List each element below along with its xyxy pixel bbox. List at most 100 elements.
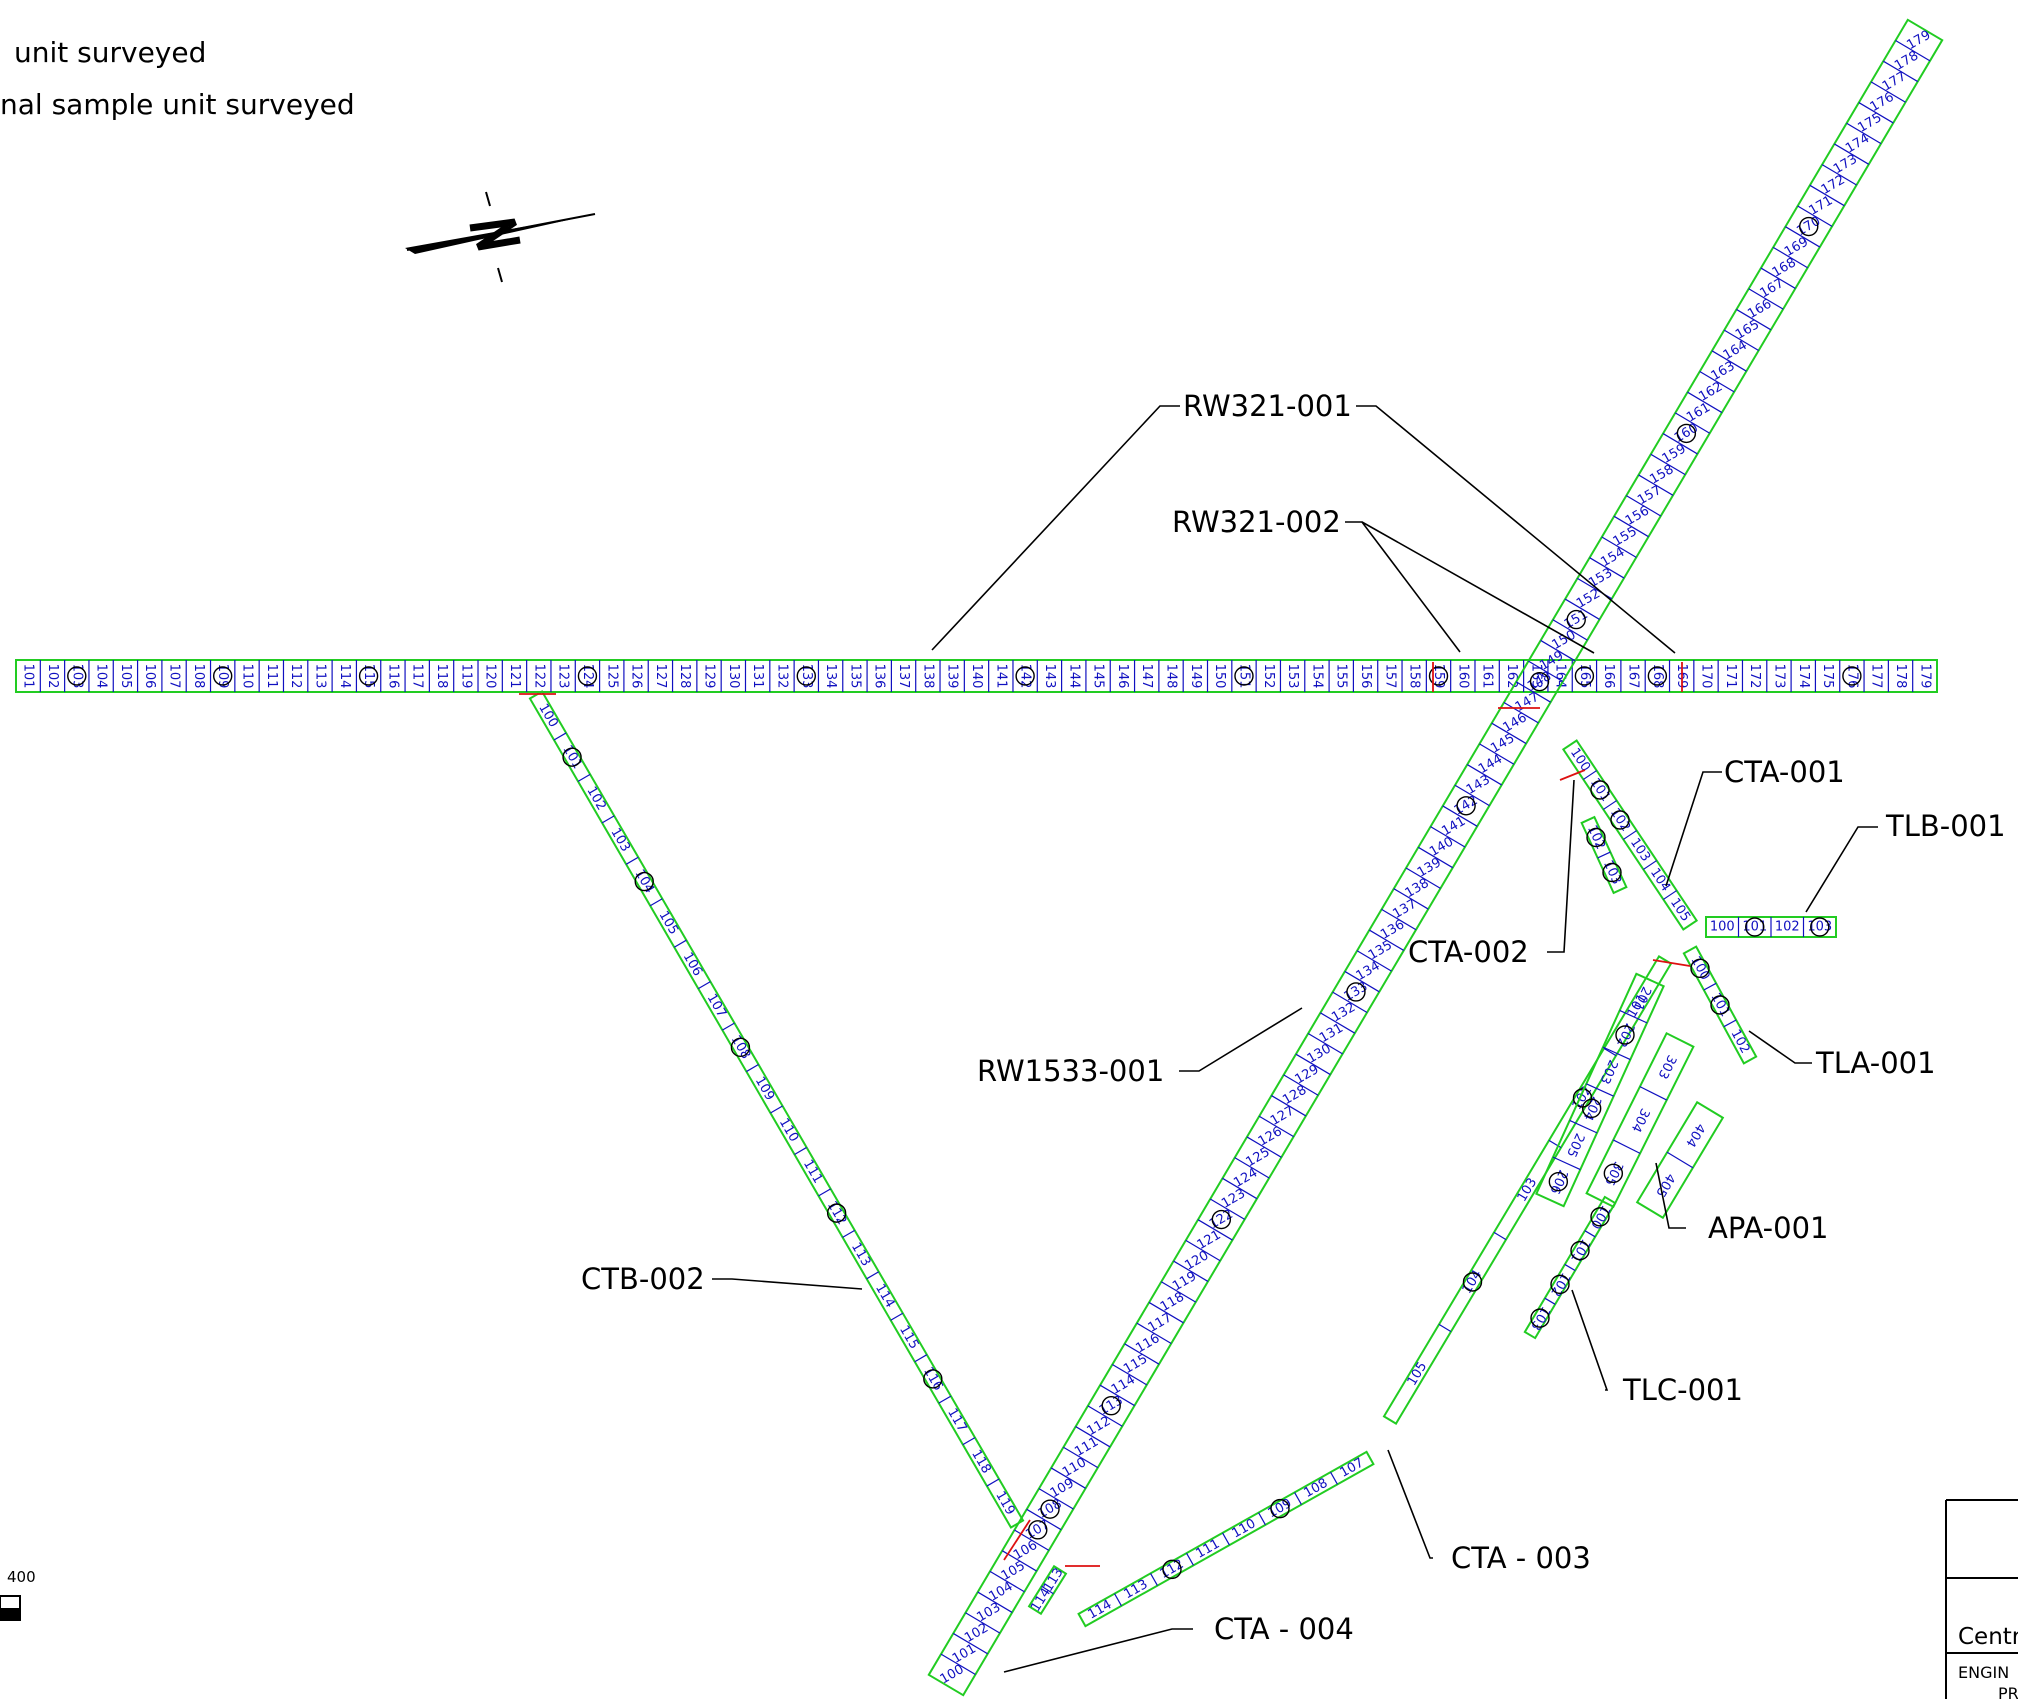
cta-001-cell-divider (1643, 860, 1657, 870)
rw1533-001-unit-101: 101 (950, 1641, 979, 1666)
rw1533-001-cell-divider (1723, 329, 1759, 352)
rw321-001-unit-160: 160 (1455, 664, 1470, 689)
rw1533-001-cell-divider (1197, 1219, 1233, 1241)
ctb-002-cell-divider (697, 981, 711, 990)
rw1533-001-unit-136: 136 (1378, 917, 1407, 942)
rw321-001-unit-161: 161 (1480, 664, 1495, 689)
rw1533-001-cell-divider (1601, 536, 1637, 558)
rw1533-001-unit-154: 154 (1598, 545, 1627, 570)
rw1533-001-unit-132: 132 (1329, 1000, 1358, 1025)
rw321-001-unit-177: 177 (1869, 664, 1884, 689)
rw1533-001-unit-176: 176 (1868, 90, 1897, 115)
rw1533-001-edge (927, 18, 1944, 1697)
rw1533-001-cell-divider (1736, 308, 1772, 331)
rw1533-001-cell-divider (1760, 267, 1796, 289)
apa-001-201-cell-divider (1586, 1083, 1614, 1097)
rw1533-001-unit-116: 116 (1133, 1331, 1162, 1356)
rw321-001-unit-167: 167 (1626, 664, 1641, 689)
rw1533-001-cell-divider (1234, 1157, 1270, 1179)
rw1533-001-sample-marker (1529, 671, 1550, 692)
rw1533-001-cell-divider (1650, 453, 1686, 476)
rw321-001-unit-137: 137 (896, 664, 911, 689)
rw1533-001-cell-divider (1381, 908, 1417, 931)
apa-001-404-unit-404: 404 (1682, 1120, 1708, 1149)
rw321-001-unit-142: 142 (1018, 664, 1033, 689)
rw321-001-unit-115: 115 (361, 664, 376, 689)
cta-003-a-sample-marker (1162, 1559, 1182, 1580)
rw1533-001-unit-103: 103 (974, 1600, 1003, 1625)
rw1533-001-unit-178: 178 (1892, 48, 1921, 73)
tlb-001-unit-102: 102 (1775, 920, 1800, 935)
ctb-002-cell-divider (577, 773, 591, 782)
rw1533-001-cell-divider (952, 1632, 988, 1655)
rw1533-001-unit-140: 140 (1427, 834, 1456, 859)
rw1533-001-unit-168: 168 (1770, 255, 1799, 280)
rw1533-001-unit-135: 135 (1366, 938, 1395, 963)
label-apa-001: APA-001 (1708, 1211, 1829, 1245)
tlc-001-sample-marker (1530, 1308, 1550, 1328)
apa-001-201-cell-divider (1602, 1046, 1631, 1061)
tla-001-cell-divider (1723, 1019, 1737, 1028)
rw1533-001-unit-166: 166 (1745, 297, 1774, 322)
rw1533-001-unit-137: 137 (1390, 897, 1419, 922)
cta-003-b-cell-divider (1493, 1231, 1507, 1241)
rw1533-001-cell-divider (1356, 950, 1392, 972)
rw1533-001-unit-123: 123 (1219, 1186, 1248, 1211)
north-arrow-icon (405, 191, 596, 283)
tlc-001-cell-divider (1584, 1230, 1596, 1238)
scale-label: 400 (7, 1568, 36, 1586)
label-cta-001: CTA-001 (1724, 755, 1845, 789)
rw1533-001-cell-divider (1026, 1508, 1062, 1531)
rw1533-001-unit-150: 150 (1549, 628, 1578, 653)
apa-001-404-cell-divider (1666, 1151, 1694, 1169)
ctb-002-cell-divider (625, 856, 639, 865)
label-tla-001: TLA-001 (1815, 1046, 1936, 1080)
label-tlb-001: TLB-001 (1885, 809, 2006, 843)
rw1533-001-unit-146: 146 (1501, 710, 1530, 735)
cta-003-a-cell-divider (1294, 1492, 1302, 1505)
ctb-002-cell-divider (842, 1229, 856, 1238)
rw321-001-sample-marker (796, 666, 816, 686)
rw321-001-unit-124: 124 (580, 664, 595, 689)
rw1533-001-cell-divider (1332, 991, 1368, 1014)
rw321-001-unit-154: 154 (1309, 664, 1324, 689)
rw321-001-sample-marker (1428, 666, 1449, 686)
label-cta-003: CTA - 003 (1451, 1541, 1591, 1575)
cta-003-a-cell-divider (1222, 1532, 1230, 1546)
tlc-001-sample-marker (1590, 1207, 1610, 1227)
rw321-001-unit-103: 103 (69, 664, 84, 689)
rw1533-001-cell-divider (1222, 1177, 1258, 1200)
rw1533-001-cell-divider (1442, 805, 1478, 827)
rw1533-001-cell-divider (1038, 1488, 1074, 1510)
rw321-001-unit-178: 178 (1893, 664, 1908, 689)
rw1533-001-unit-119: 119 (1170, 1269, 1199, 1294)
rw1533-001-unit-161: 161 (1684, 400, 1713, 425)
rw321-001-unit-128: 128 (677, 664, 692, 689)
rw1533-001-cell-divider (989, 1570, 1025, 1593)
rw1533-001-unit-127: 127 (1268, 1103, 1297, 1128)
rw1533-001-unit-110: 110 (1060, 1455, 1089, 1480)
rw1533-001-sample-marker (1456, 796, 1476, 816)
rw1533-001-unit-163: 163 (1709, 359, 1738, 384)
ctb-002-cell-divider (746, 1064, 759, 1073)
rw1533-001-cell-divider (1858, 102, 1894, 124)
rw1533-001-cell-divider (1466, 764, 1502, 786)
tla-001-cell-divider (1703, 982, 1717, 991)
rw1533-001-cell-divider (1613, 515, 1649, 538)
rw321-001-unit-130: 130 (726, 664, 741, 689)
rw1533-001-cell-divider (1528, 660, 1564, 683)
rw321-001-unit-164: 164 (1553, 664, 1568, 689)
cta-003-b-cell-divider (1548, 1139, 1562, 1149)
rw1533-001-unit-169: 169 (1782, 235, 1811, 260)
rw321-001-unit-152: 152 (1261, 664, 1276, 689)
rw1533-001-unit-141: 141 (1439, 814, 1468, 839)
rw321-001-unit-173: 173 (1771, 664, 1786, 689)
ctb-002-cell-divider (938, 1395, 952, 1404)
rw321-001-unit-125: 125 (604, 664, 619, 689)
rw1533-001-cell-divider (1846, 122, 1882, 145)
rw321-001-unit-179: 179 (1917, 664, 1932, 689)
cta-003-a-cell-divider (1330, 1471, 1338, 1485)
rw321-001-unit-145: 145 (1091, 664, 1106, 689)
